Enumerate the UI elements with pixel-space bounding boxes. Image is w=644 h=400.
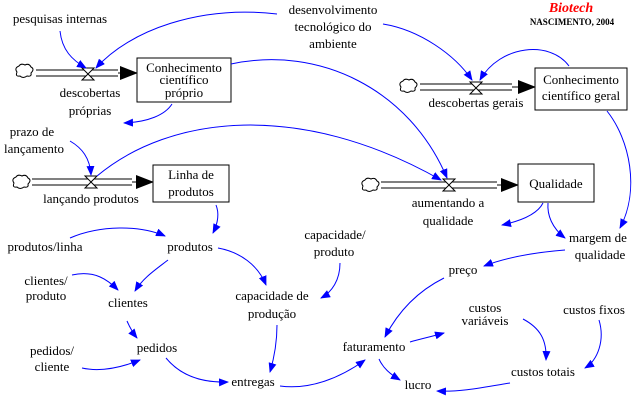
var-prazo-lancamento: lançamento [4,141,64,156]
valve-icon [83,175,99,189]
link-custos-fixos-to-custos-totais [584,319,602,369]
label-descobertas-proprias: próprias [69,103,112,118]
label-aumentando-qualidade: aumentando a [412,195,485,210]
link-desenvolvimento-to-descobertas-proprias [95,11,278,69]
link-conhecimento-geral-to-margem-qualidade [606,110,632,229]
link-custos-variaveis-to-custos-totais [522,318,551,361]
var-desenvolvimento: desenvolvimento [289,2,378,17]
svg-text:Conhecimento: Conhecimento [543,72,619,87]
valve-icon [441,178,457,192]
link-conhecimento-proprio-to-descobertas-proprias [123,103,173,127]
var-faturamento: faturamento [343,339,406,354]
cloud-source-icon [361,177,380,192]
svg-text:Linha de: Linha de [168,167,214,182]
link-entregas-to-faturamento [279,359,366,388]
var-margem-qualidade: margem de [569,230,627,245]
var-prazo-lancamento: prazo de [10,124,55,139]
valve-icon [80,67,96,81]
var-clientes-produto: clientes/ [24,273,68,288]
var-lucro: lucro [405,377,432,392]
svg-text:Conhecimento: Conhecimento [146,60,222,75]
var-capacidade-producao: capacidade de [235,288,308,303]
var-capacidade-produto: capacidade/ [304,227,366,242]
link-lancando-produtos-to-aumentando-qualidade [96,124,442,181]
svg-text:científico geral: científico geral [542,88,621,103]
svg-text:próprio: próprio [165,85,203,100]
cloud-source-icon [399,78,418,93]
label-aumentando-qualidade: qualidade [423,213,474,228]
stock-qualidade[interactable]: Qualidade [517,163,595,203]
link-produtos-to-capacidade-producao [217,247,267,286]
flow-descobertas-gerais [399,78,536,95]
svg-text:produtos: produtos [168,184,214,199]
var-pesquisas-internas: pesquisas internas [13,11,107,26]
var-pedidos-cliente: cliente [35,359,70,374]
link-pedidos-cliente-to-pedidos [81,359,141,371]
stock-conhecimento-geral[interactable]: Conhecimento científico geral [534,67,628,111]
diagram-subtitle: NASCIMENTO, 2004 [530,17,615,27]
var-capacidade-produto: produto [314,244,354,259]
link-produtos-to-clientes [134,259,169,292]
link-qualidade-to-margem-qualidade [547,202,566,239]
svg-text:Qualidade: Qualidade [529,176,583,191]
var-custos-variaveis: variáveis [462,313,509,328]
link-faturamento-to-custos-variaveis [409,331,445,343]
stock-linha-produtos[interactable]: Linha de produtos [152,164,230,203]
link-custos-totais-to-lucro [436,382,511,396]
link-qualidade-to-aumentando-qualidade [501,202,544,227]
link-conhecimento-geral-to-descobertas-gerais [479,49,570,81]
link-clientes-to-pedidos [126,320,138,339]
var-desenvolvimento: tecnológico do [295,19,372,34]
link-prazo-to-lancando-produtos [69,140,95,176]
flow-aumentando-qualidade [361,177,519,192]
link-pedidos-to-entregas [165,357,229,387]
label-descobertas-gerais: descobertas gerais [429,95,524,110]
link-margem-qualidade-to-preco [483,249,566,267]
var-entregas: entregas [231,374,274,389]
label-descobertas-proprias: descobertas [60,85,121,100]
link-conhecimento-proprio-to-aumentando-qualidade [230,59,448,179]
var-custos-variaveis: custos [469,300,502,315]
var-capacidade-producao: produção [248,306,296,321]
link-capacidade-produto-to-capacidade-producao [320,262,341,299]
link-pesquisas-to-descobertas-proprias [59,30,87,69]
var-pedidos: pedidos [137,340,177,355]
cloud-source-icon [15,63,34,78]
svg-text:científico: científico [159,72,208,87]
var-pedidos-cliente: pedidos/ [30,343,74,358]
link-desenvolvimento-to-descobertas-gerais [382,23,473,81]
flow-descobertas-proprias [15,63,138,81]
var-desenvolvimento: ambiente [309,36,357,51]
link-linha-produtos-to-produtos [212,204,221,234]
link-faturamento-to-lucro [378,358,401,381]
var-custos-totais: custos totais [511,364,575,379]
link-produtos-linha-to-produtos [69,227,166,239]
var-clientes-produto: produto [26,288,66,303]
var-produtos: produtos [167,239,213,254]
var-custos-fixos: custos fixos [563,302,625,317]
var-preco: preço [449,262,478,277]
valve-icon [468,81,484,95]
diagram-title: Biotech [548,1,594,16]
flow-lancando-produtos [12,174,154,189]
cloud-source-icon [12,174,31,189]
link-capacidade-producao-to-entregas [268,324,278,373]
causal-links [59,11,632,396]
stock-conhecimento-proprio[interactable]: Conhecimento científico próprio [136,57,232,103]
var-produtos-linha: produtos/linha [7,239,82,254]
link-clientes-produto-to-clientes [71,273,119,291]
var-clientes: clientes [108,295,148,310]
var-margem-qualidade: qualidade [575,247,626,262]
link-preco-to-faturamento [384,277,445,338]
label-lancando-produtos: lançando produtos [43,191,139,206]
